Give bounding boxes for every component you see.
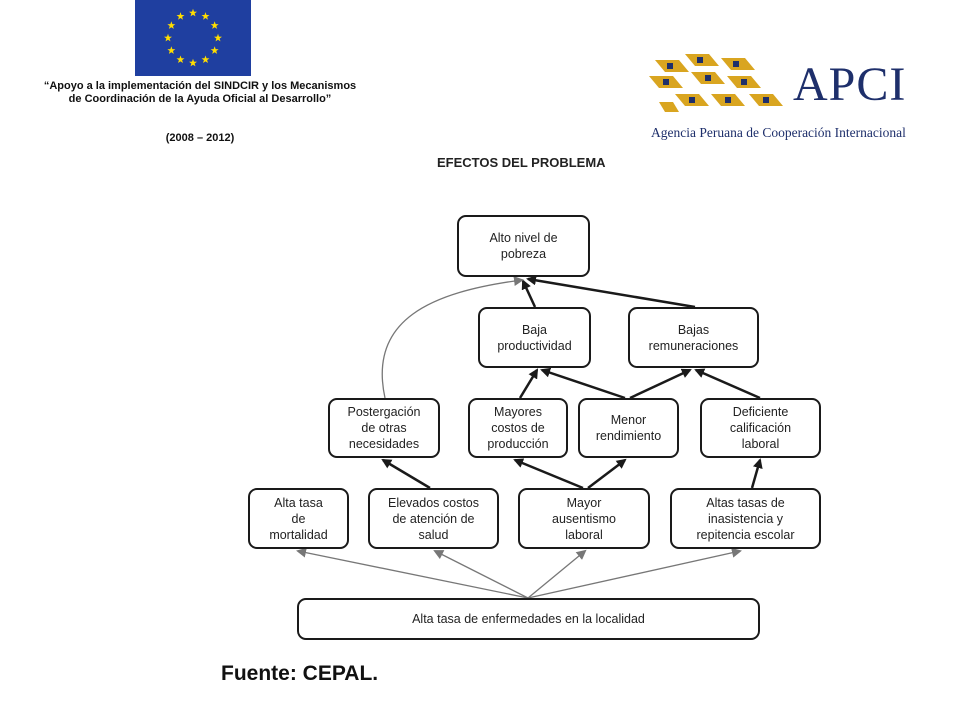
edge-n10-n6	[587, 458, 627, 489]
node-mayores-costos-produccion: Mayores costos de producción	[468, 398, 568, 458]
edge-n2-n1	[521, 279, 537, 308]
node-baja-productividad: Baja productividad	[478, 307, 591, 368]
source-note: Fuente: CEPAL.	[221, 662, 379, 685]
apci-full-name: Agencia Peruana de Cooperación Internaci…	[651, 125, 906, 140]
eu-star-icon	[189, 58, 197, 67]
eu-star-icon	[164, 33, 172, 42]
node-altas-tasas-inasistencia: Altas tasas de inasistencia y repitencia…	[670, 488, 821, 549]
edge-n5-n2	[518, 368, 539, 399]
project-title: “Apoyo a la implementación del SINDCIR y…	[43, 80, 357, 105]
node-alta-tasa-enfermedades: Alta tasa de enfermedades en la localida…	[297, 598, 760, 640]
edge-n9-n4	[381, 458, 431, 490]
eu-star-icon	[201, 55, 210, 64]
node-mayor-ausentismo: Mayor ausentismo laboral	[518, 488, 650, 549]
node-deficiente-calificacion: Deficiente calificación laboral	[700, 398, 821, 458]
apci-logo: APCI Agencia Peruana de Cooperación Inte…	[645, 50, 915, 145]
eu-star-icon	[167, 46, 176, 54]
edge-n12-n11	[527, 547, 742, 599]
edge-n12-n9	[433, 550, 529, 599]
project-years: (2008 – 2012)	[165, 132, 235, 144]
edge-n6-n3	[629, 368, 692, 400]
edge-n12-n10	[527, 549, 587, 599]
node-alta-tasa-mortalidad: Alta tasa de mortalidad	[248, 488, 349, 549]
eu-star-icon	[167, 21, 176, 29]
edge-n3-n1	[526, 275, 696, 309]
eu-flag-logo	[135, 0, 251, 76]
edge-n7-n3	[694, 368, 761, 400]
node-menor-rendimiento: Menor rendimiento	[578, 398, 679, 458]
apci-acronym: APCI	[793, 58, 907, 111]
edge-n10-n5	[513, 458, 584, 490]
diagram-title: EFECTOS DEL PROBLEMA	[437, 155, 606, 170]
edge-n12-n8	[296, 547, 529, 599]
node-bajas-remuneraciones: Bajas remuneraciones	[628, 307, 759, 368]
eu-star-icon	[201, 12, 210, 20]
edge-n11-n7	[750, 458, 763, 489]
eu-star-icon	[189, 8, 197, 17]
edge-n4-n1	[381, 276, 524, 399]
apci-emblem-icon	[649, 54, 783, 112]
node-alto-nivel-pobreza: Alto nivel de pobreza	[457, 215, 590, 277]
eu-star-icon	[210, 46, 219, 54]
node-elevados-costos-salud: Elevados costos de atención de salud	[368, 488, 499, 549]
node-postergacion-necesidades: Postergación de otras necesidades	[328, 398, 440, 458]
eu-star-icon	[176, 12, 185, 20]
eu-star-icon	[210, 21, 219, 29]
eu-star-icon	[176, 55, 185, 64]
eu-star-icon	[214, 33, 222, 42]
edge-n6-n2	[540, 367, 626, 400]
